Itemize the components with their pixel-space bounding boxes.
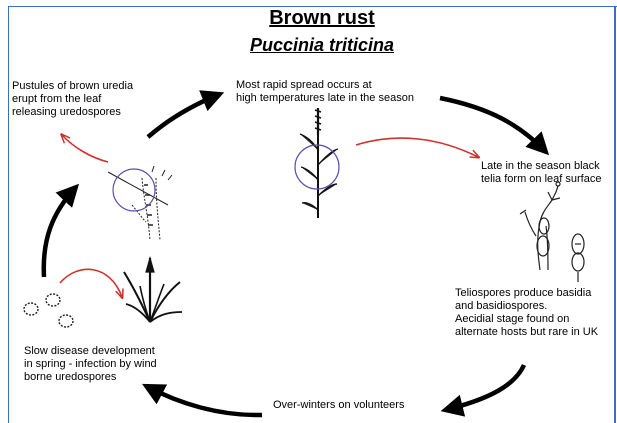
detail-arrow-telia bbox=[356, 138, 478, 157]
uredospores-illustration bbox=[24, 294, 73, 327]
detail-arrow-pustules bbox=[62, 135, 108, 162]
leaf-pustules-highlight-circle bbox=[113, 169, 155, 211]
wheat-plant-illustration bbox=[300, 108, 338, 218]
cycle-arrow-bottom bbox=[146, 386, 262, 415]
cycle-arrow-bottom-right bbox=[445, 365, 524, 410]
cycle-arrow-top-left bbox=[148, 94, 220, 137]
wheat-seedling-illustration bbox=[124, 258, 182, 322]
detail-arrow-infection bbox=[60, 269, 122, 297]
cycle-arrow-left bbox=[44, 187, 76, 277]
teliospores-illustration bbox=[520, 182, 584, 282]
cycle-arrow-top-right bbox=[440, 98, 546, 152]
